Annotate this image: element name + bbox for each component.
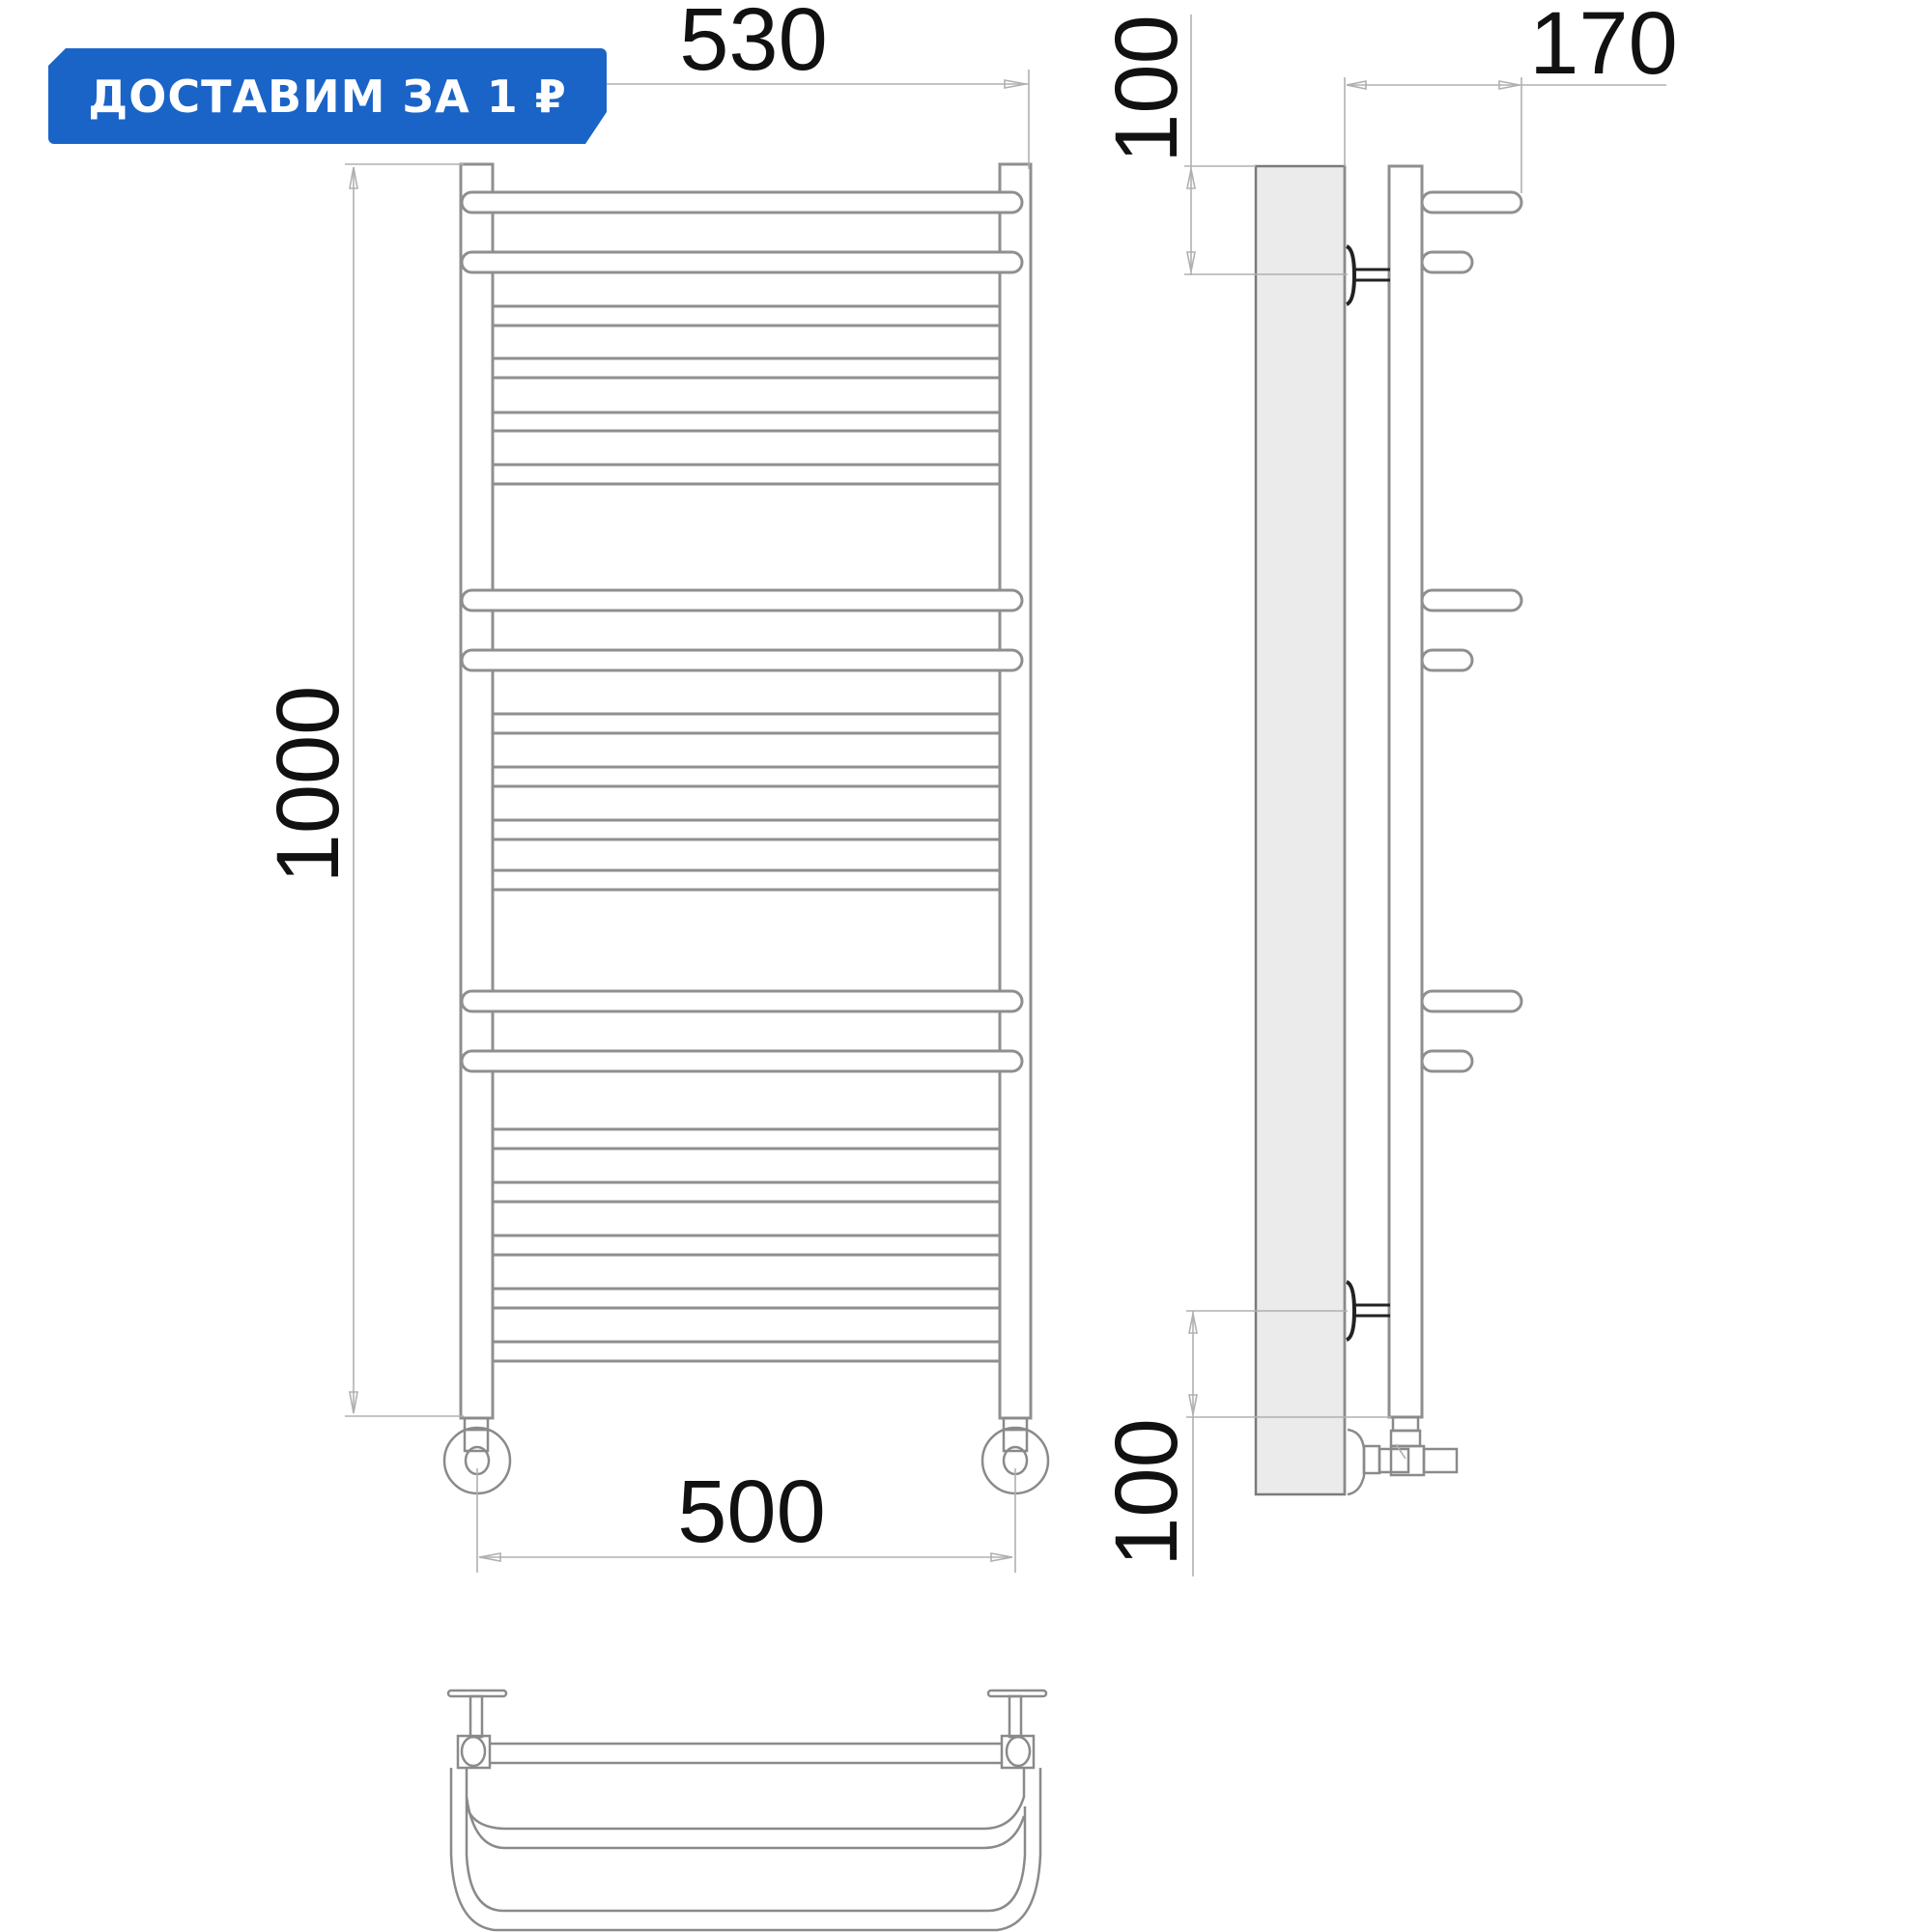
dimension-label-1000: 1000 xyxy=(259,686,357,884)
dimension-depth-170: 170 xyxy=(1344,0,1678,193)
top-view xyxy=(446,1689,1048,1932)
dimension-height-1000: 1000 xyxy=(259,163,464,1417)
bottom-wall-bracket xyxy=(1345,1280,1390,1342)
left-valve xyxy=(442,1416,512,1495)
rung-group-2 xyxy=(491,712,1002,892)
right-post xyxy=(998,162,1033,1420)
rung-group-1 xyxy=(491,304,1002,486)
dimension-top-offset-100: 100 xyxy=(1097,14,1348,275)
wall-section xyxy=(1254,164,1347,1496)
dimension-label-170: 170 xyxy=(1529,0,1678,93)
dimension-label-530: 530 xyxy=(679,0,828,89)
rung-group-3 xyxy=(491,1127,1002,1363)
dimension-label-top-100: 100 xyxy=(1097,14,1196,163)
dimension-label-bottom-100: 100 xyxy=(1097,1418,1196,1567)
side-valve xyxy=(1347,1415,1459,1496)
towel-bars xyxy=(460,190,1024,1073)
dimension-width-530: 530 xyxy=(607,0,1030,169)
top-wall-bracket xyxy=(1345,244,1390,306)
dimension-bottom-offset-100: 100 xyxy=(1097,1310,1391,1577)
delivery-promo-badge[interactable]: ДОСТАВИМ ЗА 1 ₽ xyxy=(48,48,607,144)
side-view: 170 100 100 xyxy=(1097,0,1678,1577)
dimension-label-500: 500 xyxy=(677,1463,826,1561)
side-post xyxy=(1387,164,1424,1419)
dimension-centers-500: 500 xyxy=(476,1463,1016,1573)
delivery-promo-text: ДОСТАВИМ ЗА 1 ₽ xyxy=(88,70,567,123)
side-hooks xyxy=(1420,190,1523,1073)
front-view: 530 1000 500 xyxy=(259,0,1050,1573)
left-post xyxy=(459,162,495,1420)
